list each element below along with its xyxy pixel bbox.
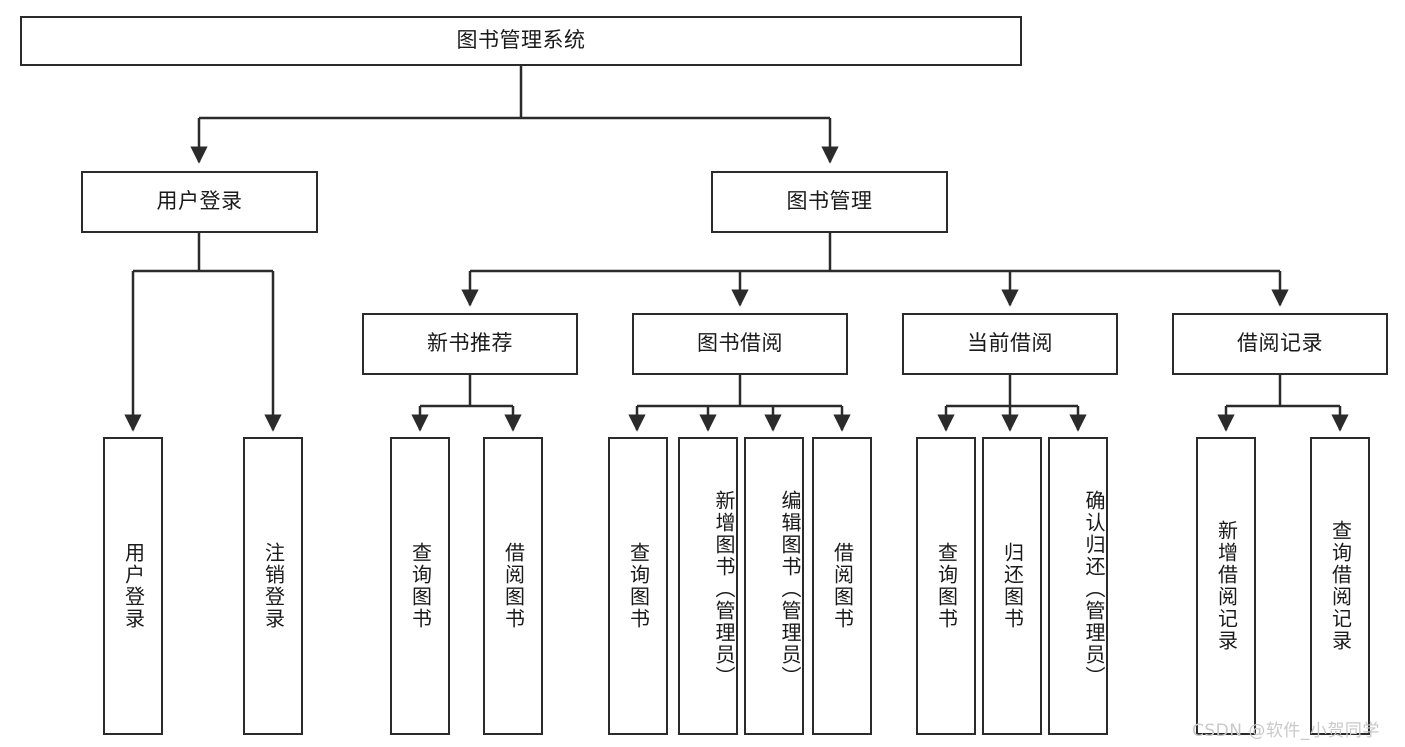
leaf-confirm-return-admin[interactable]: 确认归还（管理员） xyxy=(1048,437,1108,735)
leaf-borrow-book-borrow[interactable]: 借阅图书 xyxy=(812,437,872,735)
node-new-book-recommend[interactable]: 新书推荐 xyxy=(362,313,578,375)
leaf-query-book-current[interactable]: 查询图书 xyxy=(916,437,976,735)
node-current-borrow[interactable]: 当前借阅 xyxy=(902,313,1118,375)
leaf-edit-book-admin[interactable]: 编辑图书（管理员） xyxy=(744,437,804,735)
leaf-query-book-borrow[interactable]: 查询图书 xyxy=(608,437,668,735)
leaf-query-borrow-record[interactable]: 查询借阅记录 xyxy=(1310,437,1370,735)
leaf-add-borrow-record[interactable]: 新增借阅记录 xyxy=(1196,437,1256,735)
watermark-csdn: CSDN @软件_小贺同学 xyxy=(1192,721,1380,741)
leaf-return-book[interactable]: 归还图书 xyxy=(982,437,1042,735)
node-user-login[interactable]: 用户登录 xyxy=(81,171,318,233)
node-root[interactable]: 图书管理系统 xyxy=(20,16,1022,66)
leaf-user-login[interactable]: 用户登录 xyxy=(103,437,163,735)
leaf-query-book-new[interactable]: 查询图书 xyxy=(390,437,450,735)
node-borrow-record[interactable]: 借阅记录 xyxy=(1172,313,1388,375)
leaf-add-book-admin[interactable]: 新增图书（管理员） xyxy=(678,437,738,735)
node-book-borrow[interactable]: 图书借阅 xyxy=(632,313,848,375)
leaf-user-logout[interactable]: 注销登录 xyxy=(243,437,303,735)
leaf-borrow-book-new[interactable]: 借阅图书 xyxy=(483,437,543,735)
node-book-manage[interactable]: 图书管理 xyxy=(711,171,948,233)
